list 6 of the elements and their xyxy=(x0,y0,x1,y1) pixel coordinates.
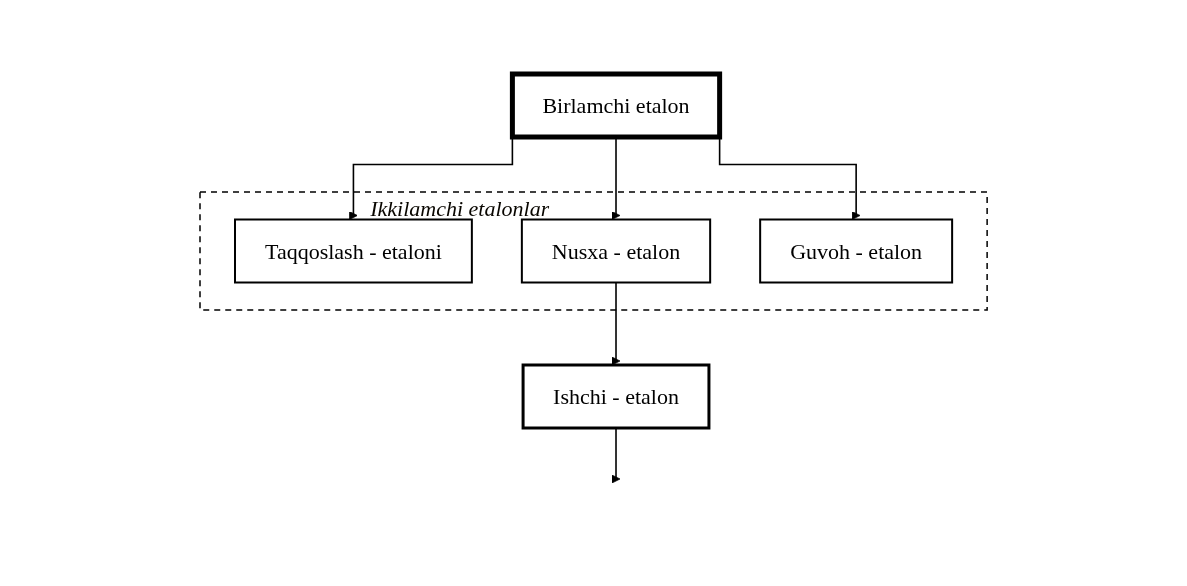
node-box: Ishchi - etalon xyxy=(521,363,711,429)
node-box: Taqqoslash - etaloni xyxy=(233,218,473,283)
arrow xyxy=(611,281,621,365)
node-box: Guvoh - etalon xyxy=(759,218,954,283)
node-box: Nusxa - etalon xyxy=(520,218,712,283)
node-box: Birlamchi etalon xyxy=(509,71,723,139)
